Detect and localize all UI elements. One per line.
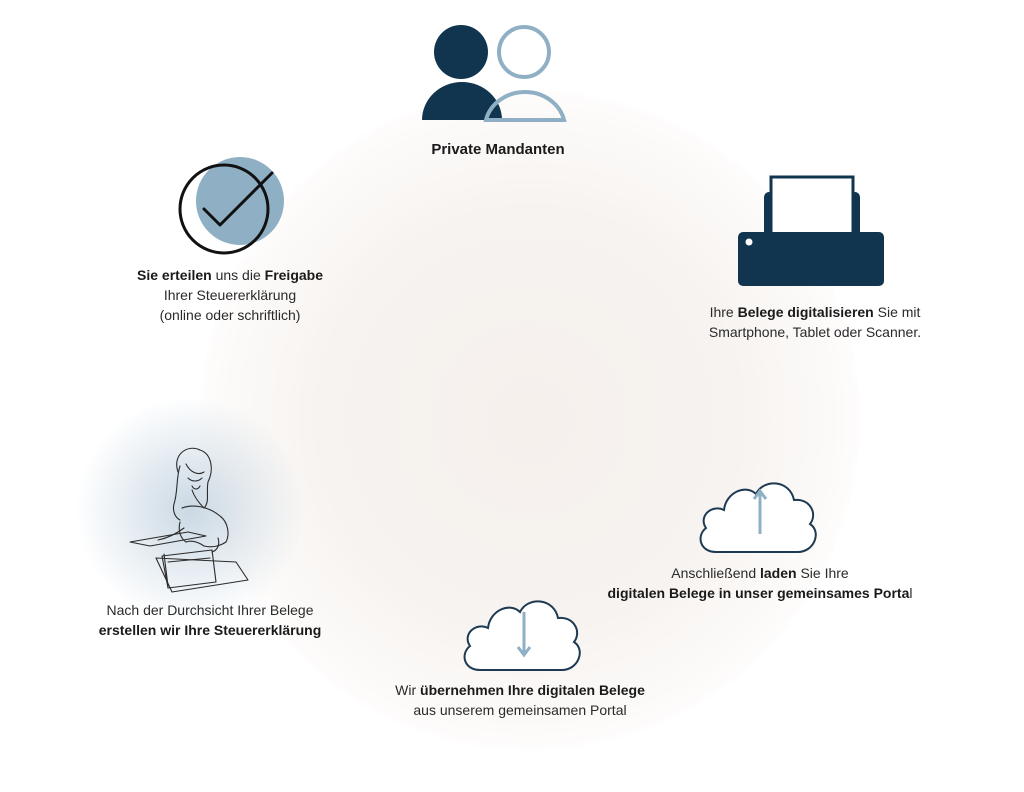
step-digitize: Ihre Belege digitalisieren Sie mit Smart…	[690, 170, 940, 350]
people-icon	[422, 25, 567, 122]
clients-node: Private Mandanten	[418, 20, 578, 170]
approve-label: Sie erteilen uns die Freigabe Ihrer Steu…	[137, 267, 323, 323]
step-prepare: Nach der Durchsicht Ihrer Belege erstell…	[70, 440, 350, 640]
clients-title: Private Mandanten	[431, 141, 565, 158]
step-upload: Anschließend laden Sie Ihre digitalen Be…	[590, 470, 930, 610]
illustration-glow	[70, 400, 310, 620]
download-label: Wir übernehmen Ihre digitalen Belege aus…	[395, 682, 645, 718]
checkmark-circle-icon	[178, 157, 284, 255]
prepare-label: Nach der Durchsicht Ihrer Belege erstell…	[98, 602, 322, 638]
cloud-download-icon	[463, 600, 581, 671]
step-download: Wir übernehmen Ihre digitalen Belege aus…	[370, 590, 670, 730]
person-working-illustration	[129, 447, 249, 593]
step-approve: Sie erteilen uns die Freigabe Ihrer Steu…	[110, 155, 350, 330]
printer-scanner-icon	[738, 175, 884, 286]
digitize-label: Ihre Belege digitalisieren Sie mit Smart…	[708, 304, 922, 340]
cloud-upload-icon	[699, 482, 817, 553]
upload-label: Anschließend laden Sie Ihre digitalen Be…	[607, 565, 913, 601]
